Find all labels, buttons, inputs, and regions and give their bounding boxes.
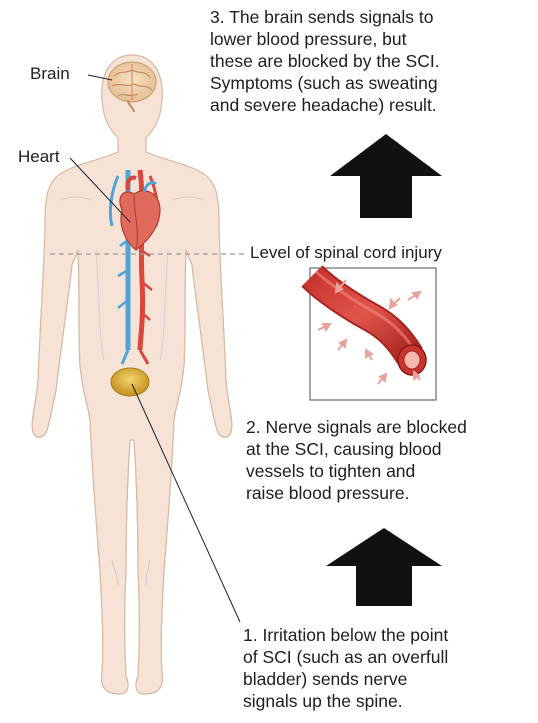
heart-label: Heart — [18, 147, 60, 167]
injury-level-label: Level of spinal cord injury — [250, 243, 442, 263]
vessel-inset — [310, 268, 436, 400]
bladder-organ — [111, 368, 149, 396]
step-1-text: 1. Irritation below the point of SCI (su… — [243, 624, 535, 712]
step-3-text: 3. The brain sends signals to lower bloo… — [210, 6, 535, 116]
upper-up-arrow — [330, 134, 442, 218]
step-2-text: 2. Nerve signals are blocked at the SCI,… — [246, 416, 536, 504]
lower-up-arrow — [326, 528, 442, 606]
brain-label: Brain — [30, 64, 70, 84]
